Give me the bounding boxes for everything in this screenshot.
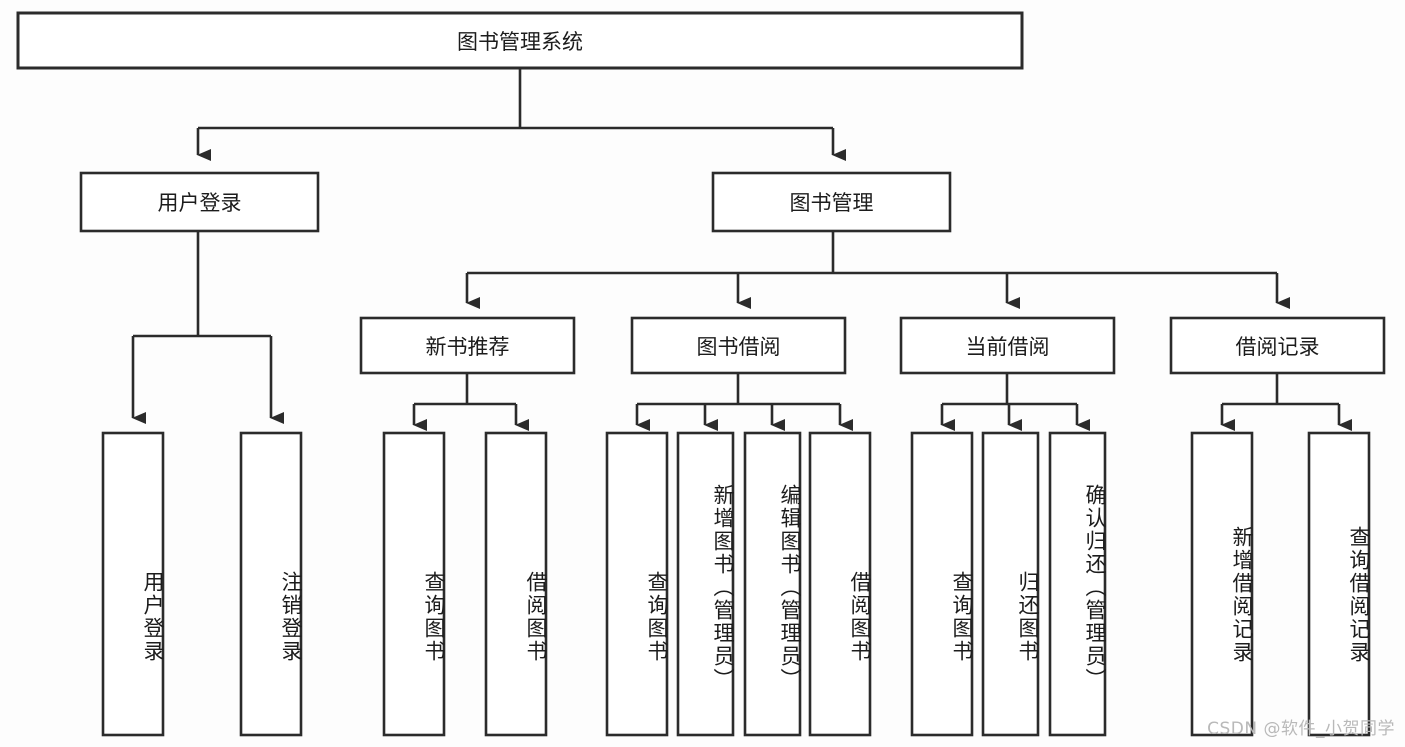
node-leaf-logout-box[interactable] — [239, 431, 303, 737]
node-leaf-borrow-book-2-box[interactable] — [808, 431, 872, 737]
connector-user-login-bus — [133, 231, 271, 338]
node-user-login-box[interactable] — [79, 171, 320, 233]
connector-book-manage-bus — [467, 231, 1277, 275]
node-leaf-borrow-book-1-box[interactable] — [484, 431, 548, 737]
connector-book-borrow-bus — [637, 373, 840, 406]
node-leaf-query-book-3-box[interactable] — [910, 431, 974, 737]
node-root-box[interactable] — [16, 11, 1024, 70]
node-book-manage-box[interactable] — [711, 171, 952, 233]
node-book-borrow-box[interactable] — [630, 316, 847, 375]
node-leaf-query-book-2-box[interactable] — [605, 431, 669, 737]
node-leaf-return-book-box[interactable] — [981, 431, 1040, 737]
node-current-borrow-box[interactable] — [899, 316, 1116, 375]
node-leaf-add-record-box[interactable] — [1190, 431, 1254, 737]
node-borrow-record-box[interactable] — [1169, 316, 1386, 375]
node-leaf-query-record-box[interactable] — [1307, 431, 1371, 737]
node-leaf-query-book-1-box[interactable] — [382, 431, 446, 737]
node-new-book-recommend-box[interactable] — [359, 316, 576, 375]
node-leaf-add-book-box[interactable] — [676, 431, 735, 737]
node-leaf-confirm-return-box[interactable] — [1048, 431, 1107, 737]
connector-new-book-bus — [414, 373, 516, 406]
connector-borrow-record-bus — [1222, 373, 1339, 406]
node-leaf-edit-book-box[interactable] — [743, 431, 802, 737]
node-leaf-user-login-box[interactable] — [101, 431, 165, 737]
connector-current-borrow-bus — [942, 373, 1077, 406]
connector-root-bus — [198, 68, 833, 130]
